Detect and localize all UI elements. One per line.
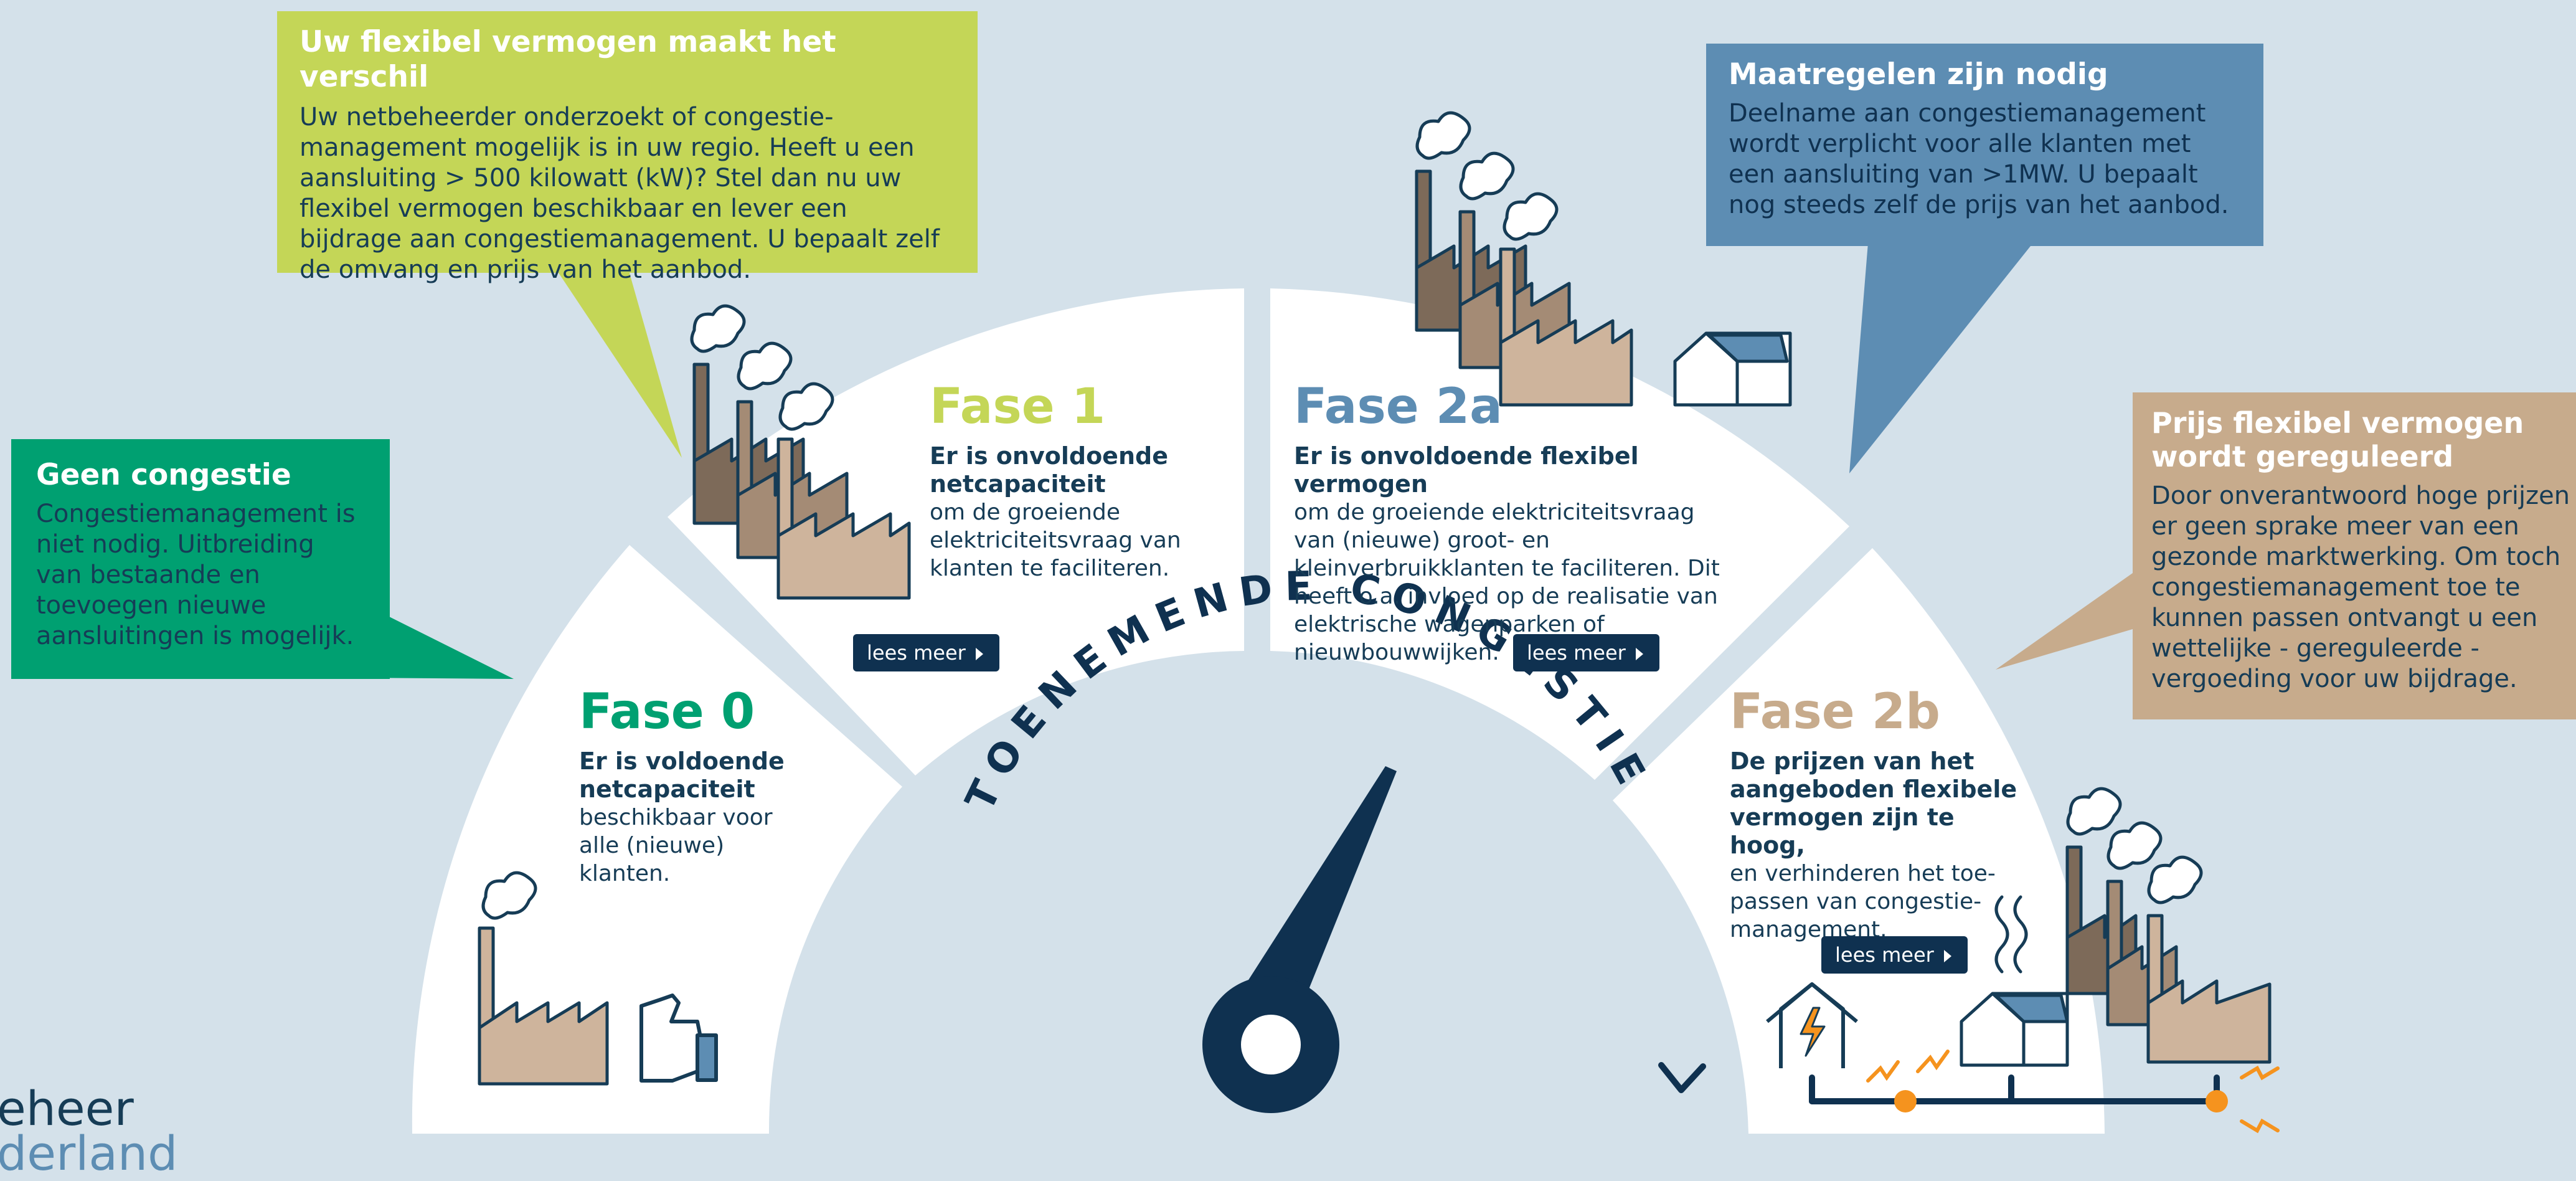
phase-title: Fase 0 <box>579 684 755 740</box>
phase-lead: De prijzen van het aangeboden flexibele … <box>1730 747 2017 859</box>
button-label: lees meer <box>1527 641 1626 665</box>
callout-maatregelen: Maatregelen zijn nodig Deelname aan cong… <box>1706 44 2263 246</box>
lightning-house-icon <box>1766 982 1858 1068</box>
fase-2a: Fase 2a Er is onvoldoende flexibel vermo… <box>1294 380 1742 666</box>
lees-meer-button[interactable]: lees meer <box>1821 936 1968 974</box>
lees-meer-button[interactable]: lees meer <box>853 634 999 671</box>
chevron-right-icon <box>1635 648 1643 660</box>
chevron-right-icon <box>975 648 983 660</box>
callout-pointer-maatregelen <box>1849 243 2033 473</box>
sector-fase-2a <box>1270 288 1849 780</box>
thumbs-up-icon <box>639 994 718 1083</box>
arrow-icon <box>1658 1062 1706 1093</box>
callout-pointer-flexibel <box>557 271 682 458</box>
button-label: lees meer <box>1835 943 1934 967</box>
factory-icon <box>478 871 609 1086</box>
logo-line2: derland <box>0 1126 178 1181</box>
callout-prijs: Prijs flexibel vermogen wordt gereguleer… <box>2133 392 2576 719</box>
callout-pointer-geen-congestie <box>358 617 514 679</box>
phase-body: om de groeiende elektriciteitsvraag van … <box>1294 500 1720 665</box>
sector-fase-0 <box>412 545 902 1134</box>
fase-2b: Fase 2b De prijzen van het aangeboden fl… <box>1730 685 2022 944</box>
callout-text: Uw netbeheerder onderzoekt of congestie-… <box>300 103 940 284</box>
callout-text: Door onverantwoord hoge prijzen is er ge… <box>2151 481 2576 693</box>
sector-fase-1 <box>668 288 1244 775</box>
callout-geen-congestie: Geen congestie Congestiemanagement is ni… <box>11 439 390 679</box>
callout-text: Congestiemanagement is niet nodig. Uitbr… <box>36 500 356 650</box>
heat-waves-icon <box>1994 895 2028 974</box>
phase-body: beschikbaar voor alle (nieuwe) klanten. <box>579 805 773 886</box>
callout-title: Maatregelen zijn nodig <box>1729 57 2108 92</box>
logo-line1: eheer <box>0 1081 134 1136</box>
solar-house-icon <box>1673 331 1792 407</box>
phase-lead: Er is onvoldoende netcapaciteit <box>930 442 1168 498</box>
phase-lead: Er is onvoldoende flexibel vermogen <box>1294 442 1639 498</box>
factory-icon <box>1415 111 1633 407</box>
callout-title: Uw flexibel vermogen maakt het verschil <box>300 25 836 94</box>
fase-1: Fase 1 Er is onvoldoende netcapaciteit o… <box>930 380 1197 582</box>
phase-lead: Er is voldoende netcapaciteit <box>579 747 785 803</box>
callout-text: Deelname aan congestiemanagement wordt v… <box>1729 99 2229 219</box>
sector-fase-2b <box>1613 548 2105 1134</box>
spark-icon <box>1866 1050 2280 1134</box>
solar-house-icon <box>1960 992 2069 1067</box>
phase-body: om de groeiende elektriciteitsvraag van … <box>930 500 1181 581</box>
factory-icon <box>690 304 911 600</box>
factory-icon <box>2065 787 2272 1064</box>
fase-0: Fase 0 Er is voldoende netcapaciteit bes… <box>579 685 803 888</box>
phase-title: Fase 2a <box>1294 379 1503 435</box>
button-label: lees meer <box>867 641 966 665</box>
gauge <box>412 288 2105 1134</box>
lees-meer-button[interactable]: lees meer <box>1513 634 1659 671</box>
callout-title: Prijs flexibel vermogen wordt gereguleer… <box>2151 406 2524 473</box>
phase-body: en verhinderen het toe-passen van conges… <box>1730 861 1996 942</box>
callout-pointer-prijs <box>1996 573 2133 670</box>
callout-title: Geen congestie <box>36 458 291 492</box>
phase-title: Fase 2b <box>1730 684 1940 740</box>
phase-title: Fase 1 <box>930 379 1106 435</box>
chevron-right-icon <box>1943 950 1951 962</box>
logo: eheer derland <box>0 1084 177 1179</box>
callout-flexibel-vermogen: Uw flexibel vermogen maakt het verschil … <box>277 11 978 284</box>
gauge-needle <box>1202 766 1397 1113</box>
